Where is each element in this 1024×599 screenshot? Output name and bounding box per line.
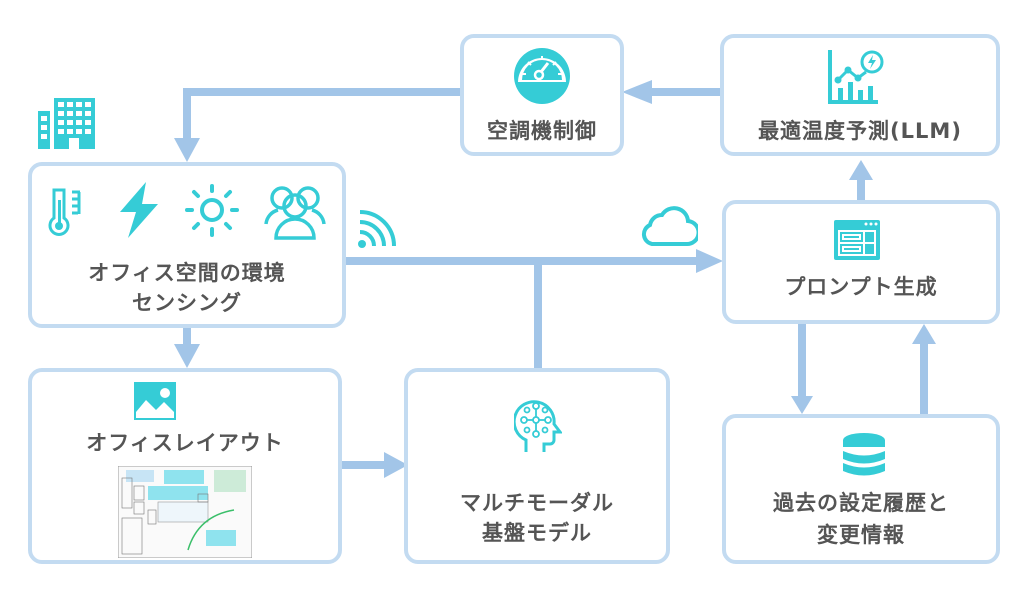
- node-label: 最適温度予測(LLM): [758, 119, 962, 143]
- node-label: 基盤モデル: [482, 521, 592, 545]
- arrowhead: [912, 324, 936, 344]
- node-label: センシング: [132, 291, 242, 315]
- node-label: オフィスレイアウト: [86, 431, 284, 455]
- connector-llm-to-ac: [650, 88, 722, 96]
- connector-layout-to-multimodal: [342, 461, 386, 469]
- node-label: マルチモーダル: [460, 491, 614, 515]
- node-history: 過去の設定履歴と 変更情報: [722, 414, 1000, 564]
- arrowhead: [384, 452, 408, 478]
- database-icon: [843, 433, 885, 476]
- node-layout: オフィスレイアウト: [28, 368, 342, 564]
- speedometer-icon: [514, 48, 570, 104]
- node-label: 空調機制御: [487, 119, 597, 143]
- connector-multimodal-to-line: [534, 261, 542, 369]
- connector-prompt-to-llm: [857, 178, 865, 200]
- office-floor-plan-image: [118, 466, 252, 558]
- analytics-chart-icon: [828, 50, 884, 104]
- connector-ac-to-sensing: [183, 88, 463, 96]
- node-label: 変更情報: [817, 523, 905, 547]
- node-label: オフィス空間の環境: [88, 261, 286, 285]
- sun-icon: [185, 184, 239, 237]
- node-ac-control: 空調機制御: [460, 34, 624, 156]
- thermometer-icon: [48, 188, 81, 236]
- connector-sensing-to-layout: [183, 326, 191, 346]
- arrowhead: [791, 396, 813, 414]
- wifi-icon: [358, 210, 396, 248]
- arrowhead: [696, 249, 723, 273]
- people-group-icon: [264, 186, 326, 240]
- node-multimodal: マルチモーダル 基盤モデル: [404, 368, 670, 564]
- browser-window-icon: [834, 220, 880, 260]
- lightning-icon: [120, 182, 158, 238]
- arrowhead: [174, 138, 200, 162]
- arrowhead: [622, 80, 652, 104]
- connector-segment: [183, 88, 191, 138]
- node-sensing: オフィス空間の環境 センシング: [28, 162, 346, 328]
- arrowhead: [849, 160, 873, 180]
- arrowhead: [174, 344, 200, 368]
- cloud-icon: [641, 206, 698, 247]
- building-icon: [38, 98, 95, 149]
- connector-history-to-prompt: [920, 342, 928, 416]
- node-label: 過去の設定履歴と: [773, 491, 949, 515]
- node-optimal-temp: 最適温度予測(LLM): [720, 34, 1000, 156]
- connector-sensing-to-prompt: [344, 257, 698, 265]
- ai-head-icon: [514, 400, 562, 452]
- connector-prompt-to-history: [798, 320, 806, 398]
- node-label: プロンプト生成: [784, 275, 938, 299]
- image-icon: [134, 382, 176, 420]
- node-prompt: プロンプト生成: [722, 200, 1000, 324]
